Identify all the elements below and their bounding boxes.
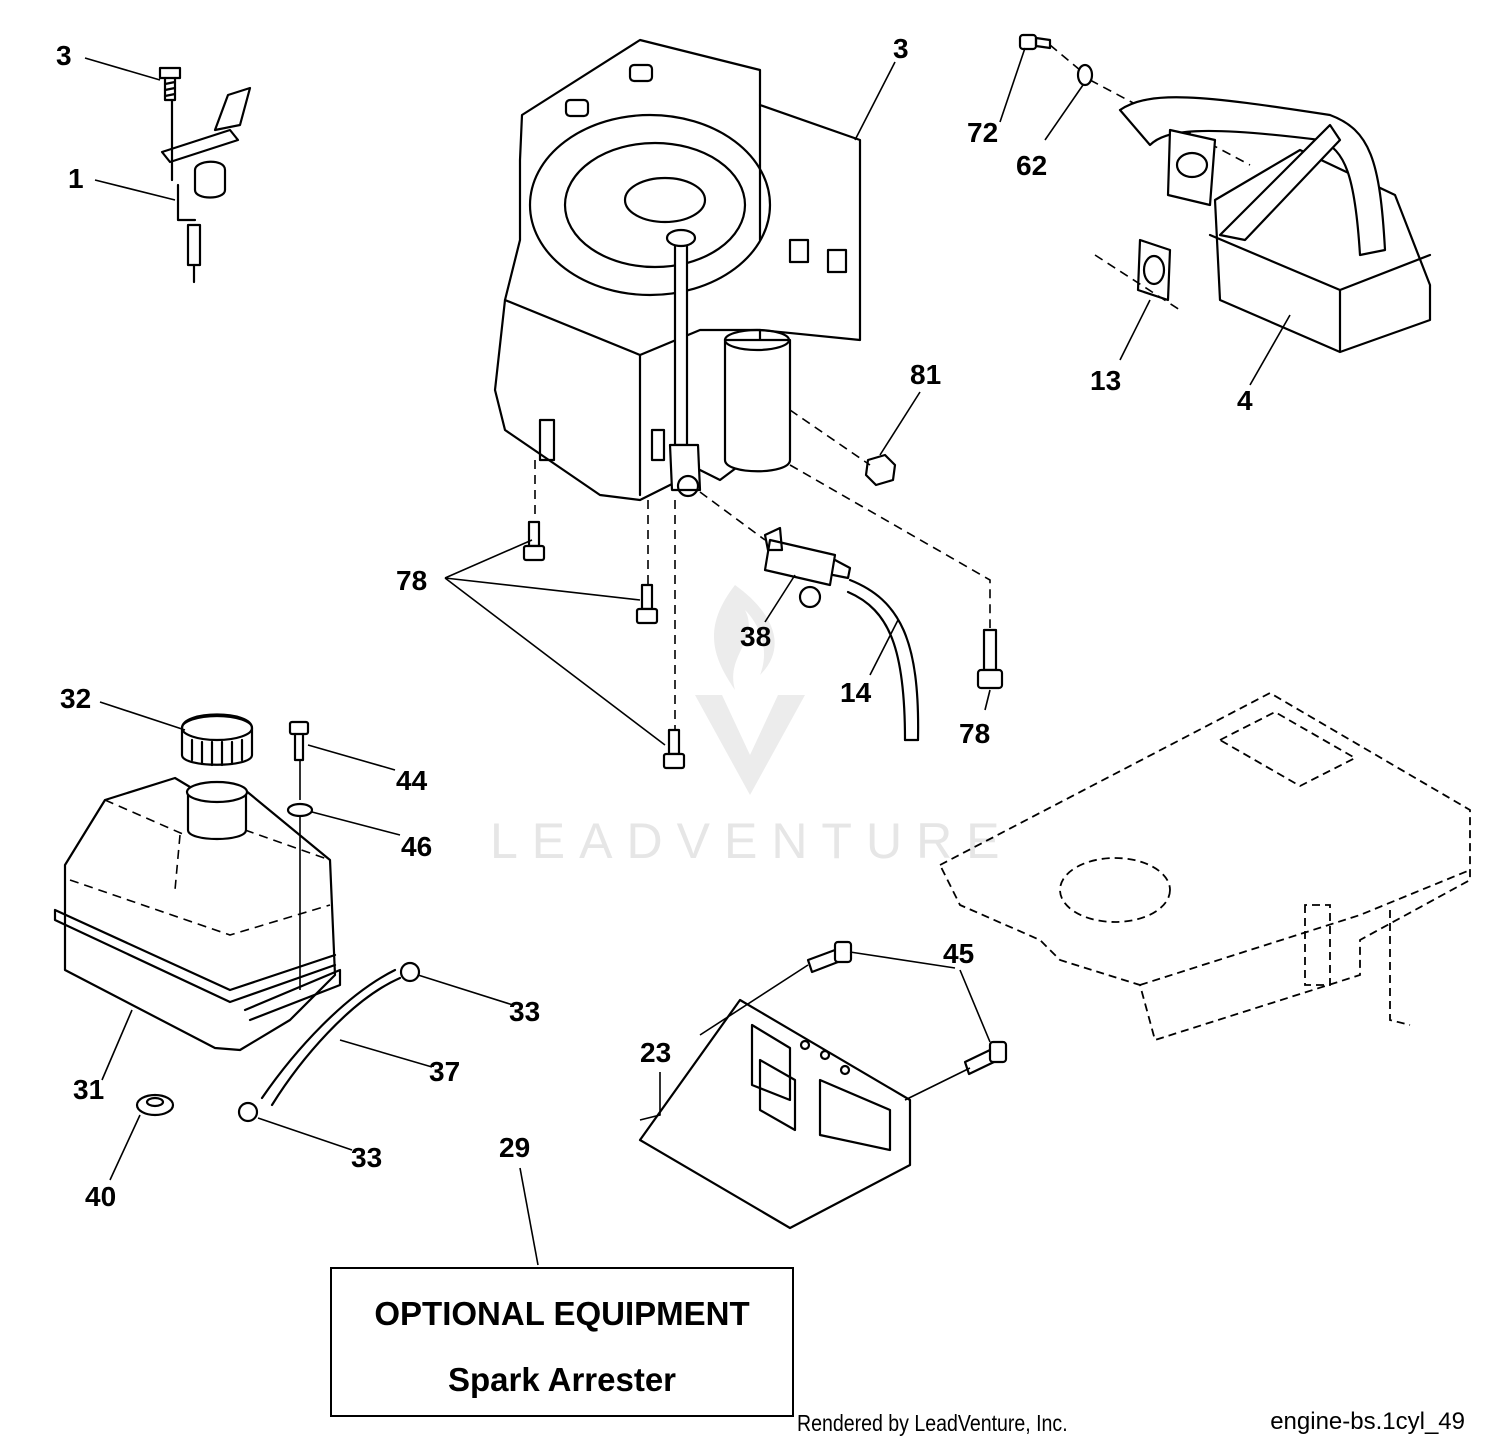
part-40-grommet[interactable] xyxy=(135,1093,175,1117)
callout-81[interactable]: 81 xyxy=(910,359,941,390)
callout-44[interactable]: 44 xyxy=(396,765,428,796)
part-38-fuel-filter[interactable] xyxy=(763,526,852,609)
callout-4[interactable]: 4 xyxy=(1237,385,1253,416)
callout-13[interactable]: 13 xyxy=(1090,365,1121,396)
part-23-heat-shield[interactable] xyxy=(638,998,912,1230)
part-31-fuel-tank[interactable] xyxy=(53,776,342,1052)
part-14-fuel-hose[interactable] xyxy=(846,578,920,742)
optional-equipment-box: OPTIONAL EQUIPMENT Spark Arrester xyxy=(330,1267,794,1417)
callout-45[interactable]: 45 xyxy=(943,938,974,969)
optional-equipment-title: OPTIONAL EQUIPMENT xyxy=(374,1295,750,1332)
callout-38[interactable]: 38 xyxy=(740,621,771,652)
part-4-muffler[interactable] xyxy=(1118,96,1432,354)
part-1-throttle-control[interactable] xyxy=(160,86,252,284)
callout-2[interactable]: 3 xyxy=(56,40,72,71)
callout-32[interactable]: 32 xyxy=(60,683,91,714)
diagram-id: engine-bs.1cyl_49 xyxy=(1270,1408,1465,1435)
callout-14[interactable]: 14 xyxy=(840,677,872,708)
part-33-hose-clamp[interactable] xyxy=(399,961,421,983)
callout-46[interactable]: 46 xyxy=(401,831,432,862)
watermark-wordmark: LEADVENTURE xyxy=(490,813,1014,869)
spark-arrester-label: Spark Arrester xyxy=(447,1361,677,1398)
part-13-gasket[interactable] xyxy=(1136,238,1172,302)
render-credit: Rendered by LeadVenture, Inc. xyxy=(797,1410,1068,1436)
part-45-bolt[interactable] xyxy=(806,940,853,974)
part-78-bolt[interactable] xyxy=(662,728,686,770)
part-37-fuel-line[interactable] xyxy=(260,968,402,1107)
callout-78[interactable]: 78 xyxy=(959,718,990,749)
callout-29[interactable]: 29 xyxy=(499,1132,530,1163)
part-33-hose-clamp[interactable] xyxy=(237,1101,259,1123)
callout-78[interactable]: 78 xyxy=(396,565,427,596)
callout-62[interactable]: 62 xyxy=(1016,150,1047,181)
callout-40[interactable]: 40 xyxy=(85,1181,116,1212)
part-72-bolt[interactable] xyxy=(1018,33,1052,51)
part-46-washer[interactable] xyxy=(286,802,314,818)
callout-23[interactable]: 23 xyxy=(640,1037,671,1068)
callout-3[interactable]: 3 xyxy=(893,33,909,64)
part-45-bolt[interactable] xyxy=(963,1040,1008,1076)
callout-1[interactable]: 1 xyxy=(68,163,84,194)
part-81-nut[interactable] xyxy=(864,453,897,487)
part-78-bolt[interactable] xyxy=(522,520,546,562)
leader-lines xyxy=(84,47,1291,1266)
watermark-logo xyxy=(695,585,805,795)
part-3-engine[interactable] xyxy=(493,38,862,502)
callout-72[interactable]: 72 xyxy=(967,117,998,148)
tractor-frame xyxy=(938,691,1471,1042)
part-32-fuel-cap[interactable] xyxy=(180,713,254,767)
part-62-washer[interactable] xyxy=(1076,63,1094,87)
callout-33[interactable]: 33 xyxy=(509,996,540,1027)
part-78-bolt[interactable] xyxy=(635,583,659,625)
callout-31[interactable]: 31 xyxy=(73,1074,104,1105)
callout-33[interactable]: 33 xyxy=(351,1142,382,1173)
callout-37[interactable]: 37 xyxy=(429,1056,460,1087)
part-78-bolt[interactable] xyxy=(976,628,1004,690)
part-2-screw[interactable] xyxy=(158,66,182,102)
part-44-screw[interactable] xyxy=(288,720,310,762)
